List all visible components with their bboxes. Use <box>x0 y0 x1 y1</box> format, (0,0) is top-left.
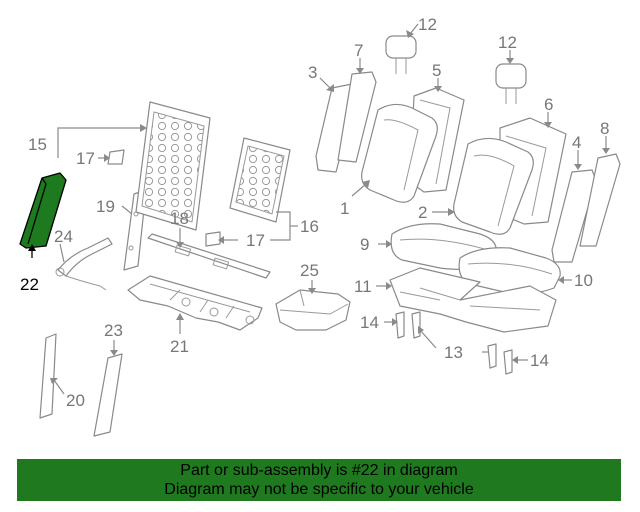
part-25-armrest[interactable] <box>275 280 351 331</box>
part-11-cushion-pad[interactable] <box>376 267 557 333</box>
callout-7: 7 <box>354 41 363 60</box>
info-banner: Part or sub-assembly is #22 in diagram D… <box>17 459 621 501</box>
callout-4: 4 <box>572 133 581 152</box>
callout-24: 24 <box>54 227 73 246</box>
part-13-hook-right[interactable] <box>482 343 497 369</box>
part-1-seat-back-cover[interactable] <box>351 103 438 203</box>
part-17-clip-left[interactable] <box>98 149 125 165</box>
part-23-trim[interactable] <box>93 340 123 437</box>
callout-17-right: 17 <box>246 231 265 250</box>
part-20-trim[interactable] <box>39 333 65 419</box>
callout-10: 10 <box>574 271 593 290</box>
callout-1: 1 <box>340 199 349 218</box>
callout-16: 16 <box>300 217 319 236</box>
callout-25: 25 <box>300 261 319 280</box>
callout-17-left: 17 <box>76 149 95 168</box>
callout-12-right: 12 <box>498 33 517 52</box>
part-24-harness[interactable] <box>55 237 113 291</box>
callout-22: 22 <box>20 275 39 294</box>
part-17-clip-right[interactable] <box>205 231 238 247</box>
callout-13: 13 <box>444 343 463 362</box>
callout-8: 8 <box>600 119 609 138</box>
part-16-seat-back-frame[interactable] <box>229 137 298 241</box>
callout-18: 18 <box>170 209 189 228</box>
callout-6: 6 <box>544 95 553 114</box>
part-2-seat-back-cover[interactable] <box>432 137 534 235</box>
part-7-side-bolster[interactable] <box>337 58 377 163</box>
callout-5: 5 <box>432 61 441 80</box>
callout-9: 9 <box>360 235 369 254</box>
callout-14-right: 14 <box>530 351 549 370</box>
part-12-headrest-right[interactable] <box>495 50 527 104</box>
callout-14-left: 14 <box>360 313 379 332</box>
part-14-hook-right[interactable] <box>503 349 528 375</box>
callout-20: 20 <box>66 391 85 410</box>
part-10-cushion-cover[interactable] <box>458 247 572 294</box>
callout-19: 19 <box>96 197 115 216</box>
callout-23: 23 <box>104 321 123 340</box>
callout-11: 11 <box>354 277 372 296</box>
part-4-side-bolster[interactable] <box>551 150 597 263</box>
callout-12-left: 12 <box>418 15 437 34</box>
callout-21: 21 <box>170 337 189 356</box>
banner-line-2: Diagram may not be specific to your vehi… <box>164 481 474 498</box>
parts-diagram: 1 2 3 4 5 6 7 8 9 10 11 12 12 13 14 14 1… <box>19 15 621 437</box>
part-18-cross-bar[interactable] <box>147 228 271 279</box>
part-15-seat-back-frame[interactable] <box>57 101 211 231</box>
part-13-hook-left[interactable] <box>411 311 437 349</box>
banner-line-1: Part or sub-assembly is #22 in diagram <box>180 462 458 479</box>
part-22-highlighted[interactable] <box>19 172 67 258</box>
part-8-side-bolster[interactable] <box>579 136 621 247</box>
part-21-frame[interactable] <box>127 275 263 334</box>
callout-3: 3 <box>308 63 317 82</box>
part-12-headrest-left[interactable] <box>385 23 419 74</box>
callout-15: 15 <box>28 135 47 154</box>
callout-2: 2 <box>418 203 427 222</box>
part-14-hook-left[interactable] <box>384 311 405 339</box>
